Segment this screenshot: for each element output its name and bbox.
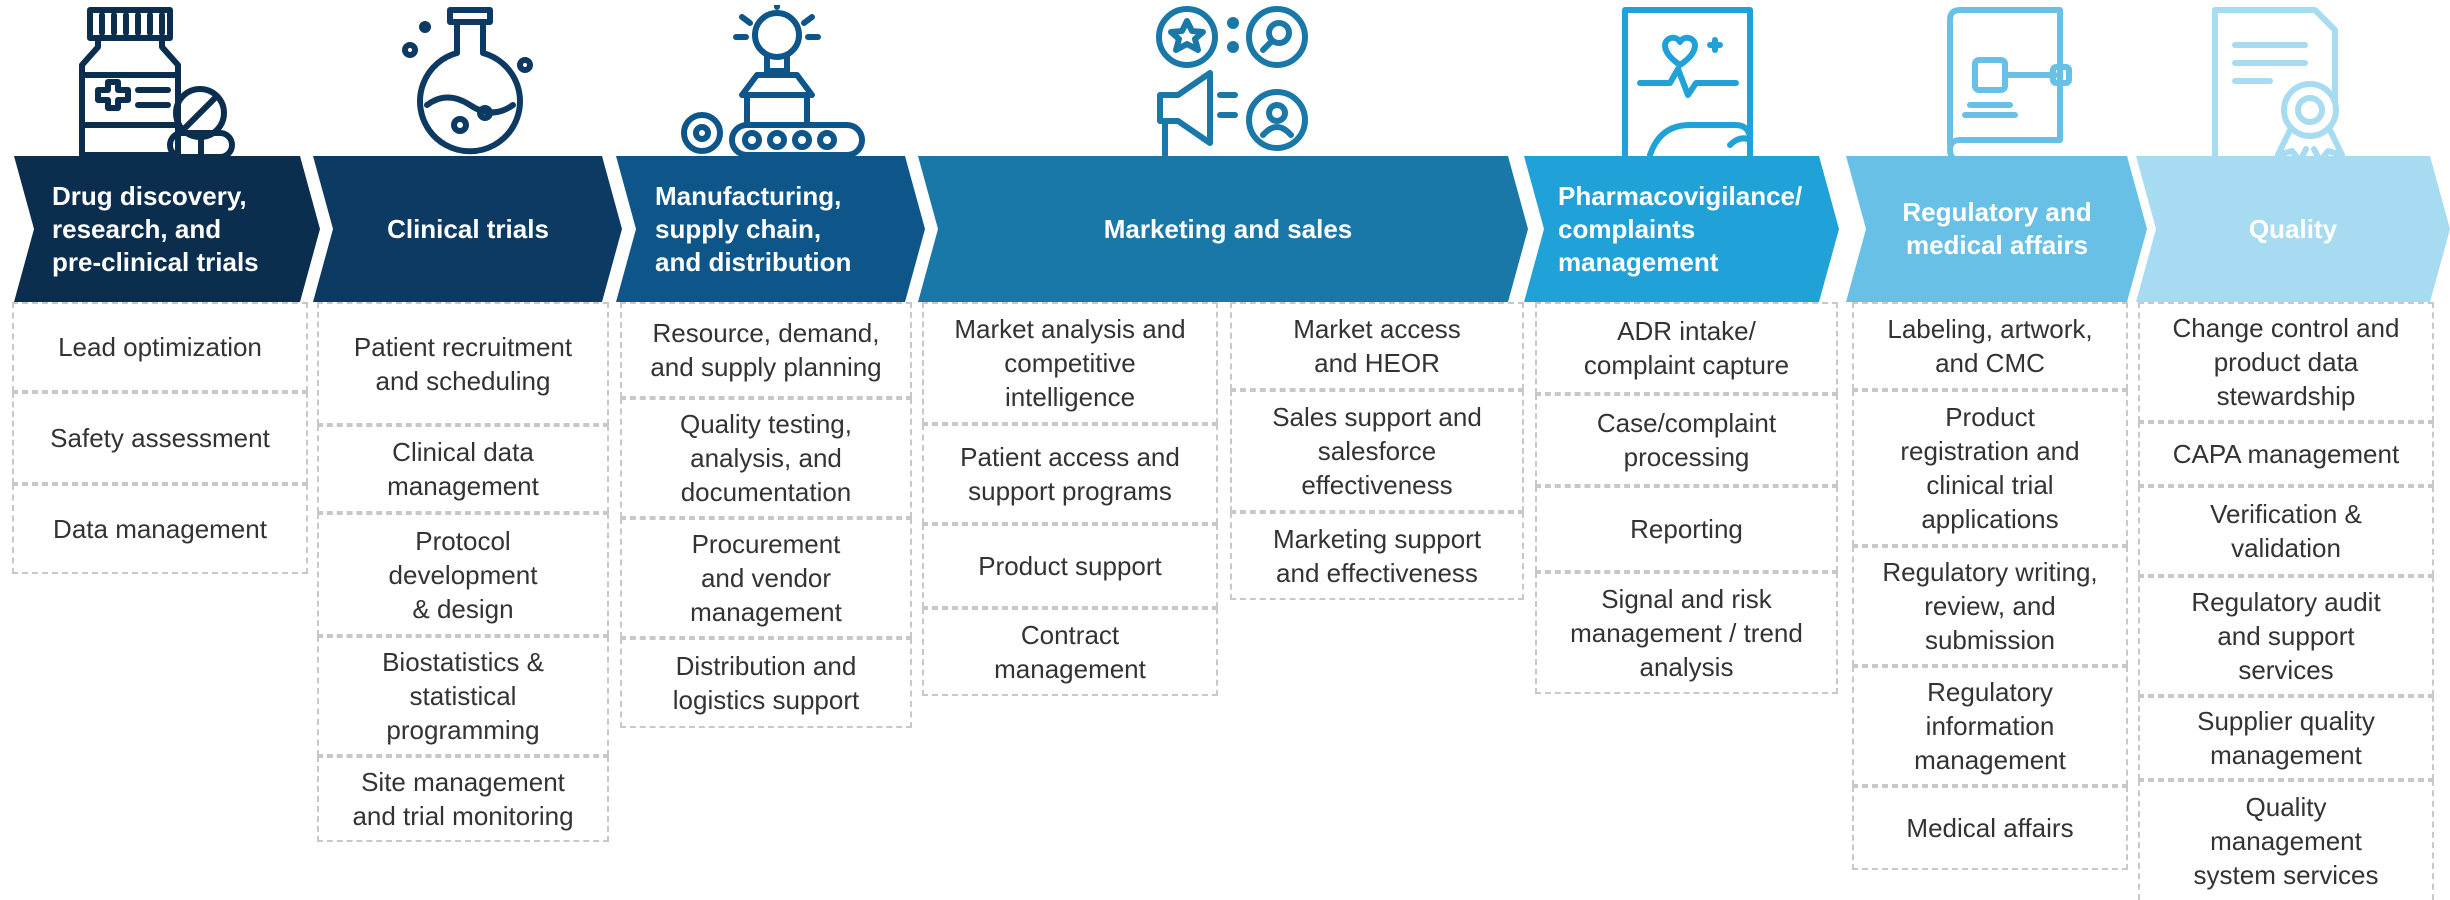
list-item: Market access and HEOR: [1230, 302, 1524, 390]
list-item: Supplier quality management: [2138, 696, 2434, 780]
flask-icon: [400, 7, 540, 160]
list-item: Data management: [12, 484, 308, 574]
list-item: Regulatory writing, review, and submissi…: [1852, 546, 2128, 666]
medicine-bottle-icon: [79, 7, 235, 160]
list-item: Safety assessment: [12, 392, 308, 484]
list-item: Medical affairs: [1852, 786, 2128, 870]
list-item: Clinical data management: [317, 425, 609, 513]
list-item: Market analysis and competitive intellig…: [922, 302, 1218, 424]
list-item: Quality management system services: [2138, 780, 2434, 900]
list-item: Procurement and vendor management: [620, 518, 912, 638]
list-item: Quality testing, analysis, and documenta…: [620, 398, 912, 518]
list-item: Regulatory information management: [1852, 666, 2128, 786]
list-item: Reporting: [1535, 486, 1838, 572]
list-item: ADR intake/ complaint capture: [1535, 302, 1838, 394]
stage-title-drug-discovery: Drug discovery, research, and pre-clinic…: [52, 180, 259, 277]
chevron-stage-5: [1524, 156, 1839, 302]
stage-title-marketing-sales: Marketing and sales: [1103, 213, 1353, 244]
list-item: Case/complaint processing: [1535, 394, 1838, 486]
chevron-stage-6: [1846, 156, 2147, 302]
list-item: Patient recruitment and scheduling: [317, 302, 609, 425]
list-item: Labeling, artwork, and CMC: [1852, 302, 2128, 390]
list-item: Marketing support and effectiveness: [1230, 512, 1524, 600]
list-item: Regulatory audit and support services: [2138, 576, 2434, 696]
list-item: Change control and product data stewards…: [2138, 302, 2434, 422]
chevron-stage-2: [313, 156, 622, 302]
list-item: Site management and trial monitoring: [317, 756, 609, 842]
list-item: Distribution and logistics support: [620, 638, 912, 728]
chevron-stage-7: [2136, 156, 2450, 302]
list-item: Product support: [922, 524, 1218, 608]
chevron-stage-3: [616, 156, 925, 302]
stage-title-clinical-trials: Clinical trials: [387, 213, 549, 244]
list-item: Verification & validation: [2138, 486, 2434, 576]
list-item: Protocol development & design: [317, 513, 609, 636]
stage-title-pharmacovigilance: Pharmacovigilance/ complaints management: [1558, 180, 1803, 277]
law-book-gavel-icon: [1947, 7, 2072, 160]
list-item: Contract management: [922, 608, 1218, 696]
list-item: Sales support and salesforce effectivene…: [1230, 390, 1524, 512]
list-item: Product registration and clinical trial …: [1852, 390, 2128, 546]
list-item: CAPA management: [2138, 422, 2434, 486]
megaphone-marketing-icon: [1156, 6, 1308, 158]
certificate-icon: [2212, 7, 2345, 160]
list-item: Biostatistics & statistical programming: [317, 636, 609, 756]
stage-chevron-bar: [14, 156, 2450, 302]
lightbulb-box-conveyor-icon: [681, 5, 865, 158]
medical-report-icon: [1622, 7, 1753, 160]
stage-title-regulatory: Regulatory and medical affairs: [1902, 197, 2092, 260]
stage-title-quality: Quality: [2248, 213, 2338, 244]
list-item: Patient access and support programs: [922, 424, 1218, 524]
list-item: Resource, demand, and supply planning: [620, 302, 912, 398]
chevron-stage-4: [918, 156, 1528, 302]
chevron-stage-1: [14, 156, 320, 302]
list-item: Signal and risk management / trend analy…: [1535, 572, 1838, 694]
stage-title-manufacturing: Manufacturing, supply chain, and distrib…: [655, 180, 852, 277]
list-item: Lead optimization: [12, 302, 308, 392]
